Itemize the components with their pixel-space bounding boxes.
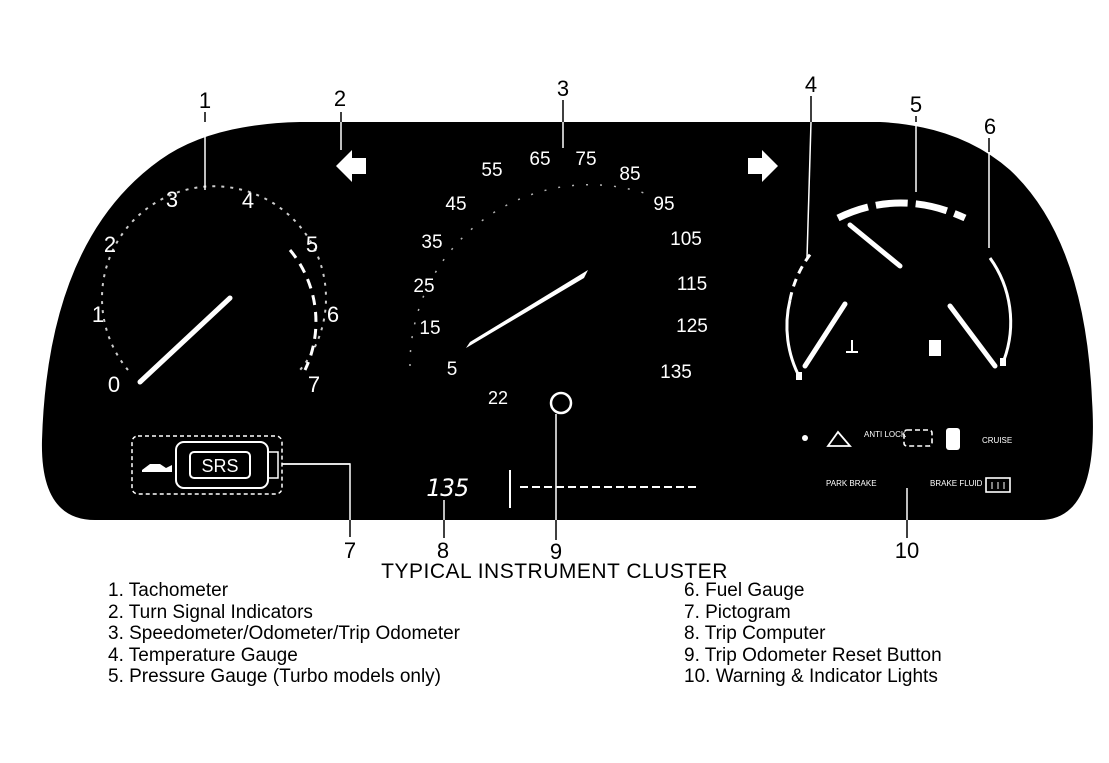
legend-item: 1. Tachometer — [108, 580, 229, 601]
callout-3: 3 — [557, 76, 569, 101]
svg-text:22: 22 — [488, 388, 508, 408]
speedometer-needle — [466, 270, 588, 348]
pressure-needle — [847, 222, 903, 269]
callout-5: 5 — [910, 92, 922, 117]
door-ajar-icon — [903, 429, 933, 447]
trip-computer: 135 — [426, 470, 696, 508]
speedometer-tick-label: 25 — [413, 276, 434, 297]
service-lamp-icon — [826, 430, 852, 447]
trip-reset-button[interactable] — [549, 391, 573, 415]
speedometer-tick-label: 65 — [529, 149, 550, 170]
speedometer-tick-label: 85 — [619, 164, 640, 185]
tachometer-tick-label: 6 — [327, 302, 339, 327]
speedometer-tick-label: 125 — [676, 316, 708, 337]
speedometer-tick-label: 15 — [419, 318, 440, 339]
callout-4: 4 — [805, 72, 817, 97]
legend-item: 8. Trip Computer — [684, 623, 826, 644]
callout-leaders-inner — [204, 121, 990, 520]
oil-can-icon — [142, 464, 172, 472]
warning-lights: ANTI LOCK CRUISE PARK BRAKE BRAKE FLUID — [802, 428, 1012, 493]
tachometer-tick-label: 7 — [308, 372, 320, 397]
callout-9: 9 — [550, 539, 562, 564]
speedometer-tick-label: 45 — [445, 194, 466, 215]
callout-10: 10 — [895, 538, 919, 563]
speedometer-tick-label: 115 — [677, 274, 707, 295]
legend-item: 5. Pressure Gauge (Turbo models only) — [108, 666, 442, 687]
indicator-dot-icon — [802, 435, 808, 441]
combo-gauge — [785, 199, 1013, 380]
speedometer-tick-label: 135 — [660, 362, 692, 383]
pressure-gauge-scale — [836, 199, 967, 222]
callout-1: 1 — [199, 88, 211, 113]
tachometer-tick-label: 5 — [306, 232, 318, 257]
speedometer-tick-label: 95 — [653, 194, 674, 215]
warning-label-park-brake: PARK BRAKE — [826, 479, 877, 488]
fuel-pump-icon — [929, 340, 941, 356]
thermometer-icon — [846, 340, 858, 353]
legend-item: 6. Fuel Gauge — [684, 580, 805, 601]
rear-defrost-icon — [985, 477, 1011, 493]
tachometer-tick-label: 1 — [92, 302, 104, 327]
cluster-panel — [41, 122, 1093, 520]
tachometer-tick-label: 3 — [166, 187, 178, 212]
legend-item: 10. Warning & Indicator Lights — [684, 666, 938, 687]
speedometer-tick-label: 35 — [421, 232, 442, 253]
callout-leaders — [204, 96, 990, 152]
legend-item: 9. Trip Odometer Reset Button — [684, 644, 942, 666]
warning-label-cruise: CRUISE — [982, 436, 1012, 445]
warning-label-brake-fluid: BRAKE FLUID — [930, 479, 983, 488]
legend-item: 2. Turn Signal Indicators — [108, 601, 313, 623]
tachometer-needle — [137, 295, 233, 385]
tachometer-tick-label: 4 — [242, 188, 254, 213]
warning-label-anti-lock: ANTI LOCK — [864, 430, 907, 439]
speedometer-tick-label: 5 — [447, 359, 458, 380]
trip-computer-display: 135 — [426, 474, 469, 502]
speedometer-tick-label: 105 — [670, 229, 702, 250]
speedometer-tick-label: 55 — [481, 160, 502, 181]
seatbelt-icon — [946, 428, 960, 450]
legend-item: 3. Speedometer/Odometer/Trip Odometer — [108, 623, 461, 644]
callout-6: 6 — [984, 114, 996, 139]
turn-right-arrow-icon — [748, 150, 778, 182]
tachometer: 0 1 2 3 4 5 6 7 — [92, 185, 339, 397]
fuel-needle — [947, 303, 998, 369]
speedometer-tick-label: 75 — [575, 149, 596, 170]
tachometer-tick-label: 0 — [108, 372, 120, 397]
legend-item: 7. Pictogram — [684, 601, 791, 623]
callout-2: 2 — [334, 86, 346, 111]
temperature-needle — [802, 301, 848, 369]
pictogram-srs-label: SRS — [201, 456, 238, 476]
callout-7: 7 — [344, 538, 356, 563]
tachometer-tick-label: 2 — [104, 232, 116, 257]
turn-left-arrow-icon — [336, 150, 366, 182]
figure-caption: TYPICAL INSTRUMENT CLUSTER — [381, 560, 728, 583]
legend-item: 4. Temperature Gauge — [108, 644, 298, 666]
callout-8: 8 — [437, 538, 449, 563]
